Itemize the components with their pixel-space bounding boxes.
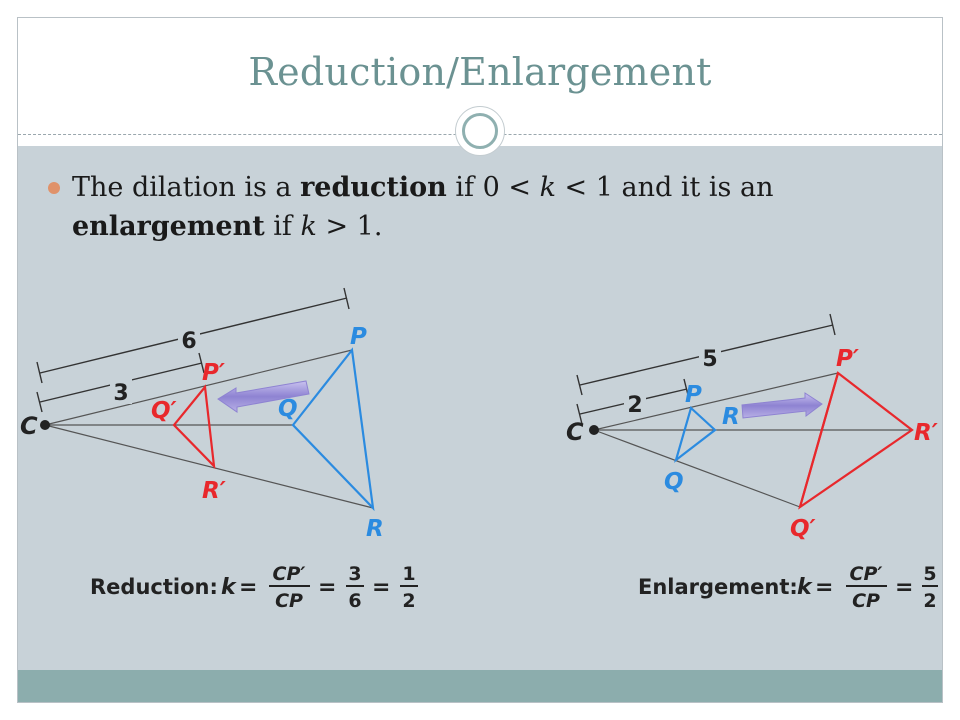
triangle-p2q2r2 xyxy=(798,371,914,510)
label-r: R xyxy=(366,516,384,542)
fraction-numerator: CP′ xyxy=(273,563,306,585)
label-c: C xyxy=(20,412,38,440)
enlargement-formula: Enlargement: k = CP′ CP = 5 2 xyxy=(638,563,938,612)
formula-equals: = xyxy=(895,575,913,600)
dimension-tick xyxy=(198,352,205,374)
grow-arrow-icon xyxy=(741,392,823,419)
dimension-tick xyxy=(683,378,690,400)
dimension-label-bg xyxy=(699,343,721,371)
label-q-prime: Q′ xyxy=(151,398,177,424)
fraction-numerator: 3 xyxy=(348,563,361,585)
triangle-p2q2r2 xyxy=(172,384,216,470)
label-c: C xyxy=(566,418,584,446)
fraction-numerator: CP′ xyxy=(850,563,883,585)
text-run: if xyxy=(446,172,483,203)
ray-c-q-prime xyxy=(593,429,801,508)
formula-name: Reduction: xyxy=(90,575,218,599)
fraction-denominator: 2 xyxy=(923,590,936,612)
fraction-denominator: CP xyxy=(852,590,880,612)
label-p: P xyxy=(350,324,367,350)
label-p-prime: P′ xyxy=(836,346,859,372)
decorative-ring-icon xyxy=(455,106,505,156)
dimension-label-bg xyxy=(178,325,200,353)
formula-k: k xyxy=(797,575,813,600)
text-run: and it is an xyxy=(612,172,774,203)
text-run: . xyxy=(373,211,383,242)
dimension-tick xyxy=(36,391,43,413)
dimension-tick xyxy=(343,287,350,310)
enlargement-figure: 5 2 C P Q R P′ Q′ R′ Enlargement: k = CP… xyxy=(566,313,938,612)
slide-title: Reduction/Enlargement xyxy=(248,50,712,94)
reduction-formula: Reduction: k = CP′ CP = 3 6 = 1 2 xyxy=(90,563,418,612)
text-run: if xyxy=(264,211,301,242)
fraction-numerator: 1 xyxy=(402,563,415,585)
formula-name: Enlargement: xyxy=(638,575,798,599)
measure-outer: 6 xyxy=(181,329,196,354)
label-q-prime: Q′ xyxy=(790,516,816,542)
label-r: R xyxy=(722,404,740,430)
footer-bar xyxy=(18,670,942,702)
ray-c-p-prime xyxy=(593,372,839,431)
formula-equals: = xyxy=(318,575,336,600)
fraction-denominator: 2 xyxy=(402,590,415,612)
math-run: > 1 xyxy=(316,211,374,242)
formula-k: k xyxy=(221,575,237,600)
dimension-tick xyxy=(36,361,43,384)
fraction-numerator: 5 xyxy=(923,563,936,585)
center-point xyxy=(589,425,599,435)
reduction-figure: 6 3 C P Q R P′ Q′ R′ Reduction: k = CP′ … xyxy=(20,287,418,612)
measure-inner: 3 xyxy=(113,381,128,406)
triangle-pqr xyxy=(291,347,375,512)
fraction-denominator: CP xyxy=(275,590,303,612)
dimension-label-bg xyxy=(110,378,132,404)
dimension-tick xyxy=(576,403,583,425)
math-k: k xyxy=(539,172,556,203)
term-reduction: reduction xyxy=(300,172,447,203)
math-k: k xyxy=(300,211,317,242)
dimension-label-bg xyxy=(624,390,646,416)
label-p-prime: P′ xyxy=(202,360,225,386)
formula-equals: = xyxy=(372,575,390,600)
ray-c-p xyxy=(44,349,353,426)
center-point xyxy=(40,420,50,430)
text-run: The dilation is a xyxy=(72,172,301,203)
measure-inner: 2 xyxy=(627,393,642,418)
formula-equals: = xyxy=(239,575,257,600)
bullet-dot-icon xyxy=(48,182,60,194)
label-q: Q xyxy=(664,469,684,495)
label-q: Q xyxy=(278,396,298,422)
fraction-denominator: 6 xyxy=(348,590,361,612)
dimension-tick xyxy=(576,374,583,396)
bullet-text: The dilation is a reduction if 0 < k < 1… xyxy=(72,168,892,246)
term-enlargement: enlargement xyxy=(72,211,265,242)
label-r-prime: R′ xyxy=(914,420,938,446)
ray-c-r xyxy=(44,424,374,509)
label-p: P xyxy=(685,382,702,408)
dimension-tick xyxy=(829,313,836,336)
math-run: < 1 xyxy=(555,172,613,203)
measure-outer: 5 xyxy=(702,347,717,372)
formula-equals: = xyxy=(815,575,833,600)
math-run: 0 < xyxy=(482,172,540,203)
shrink-arrow-icon xyxy=(217,380,310,413)
triangle-pqr xyxy=(674,405,717,463)
label-r-prime: R′ xyxy=(202,478,226,504)
segment-p-prime-q-prime xyxy=(798,372,840,508)
